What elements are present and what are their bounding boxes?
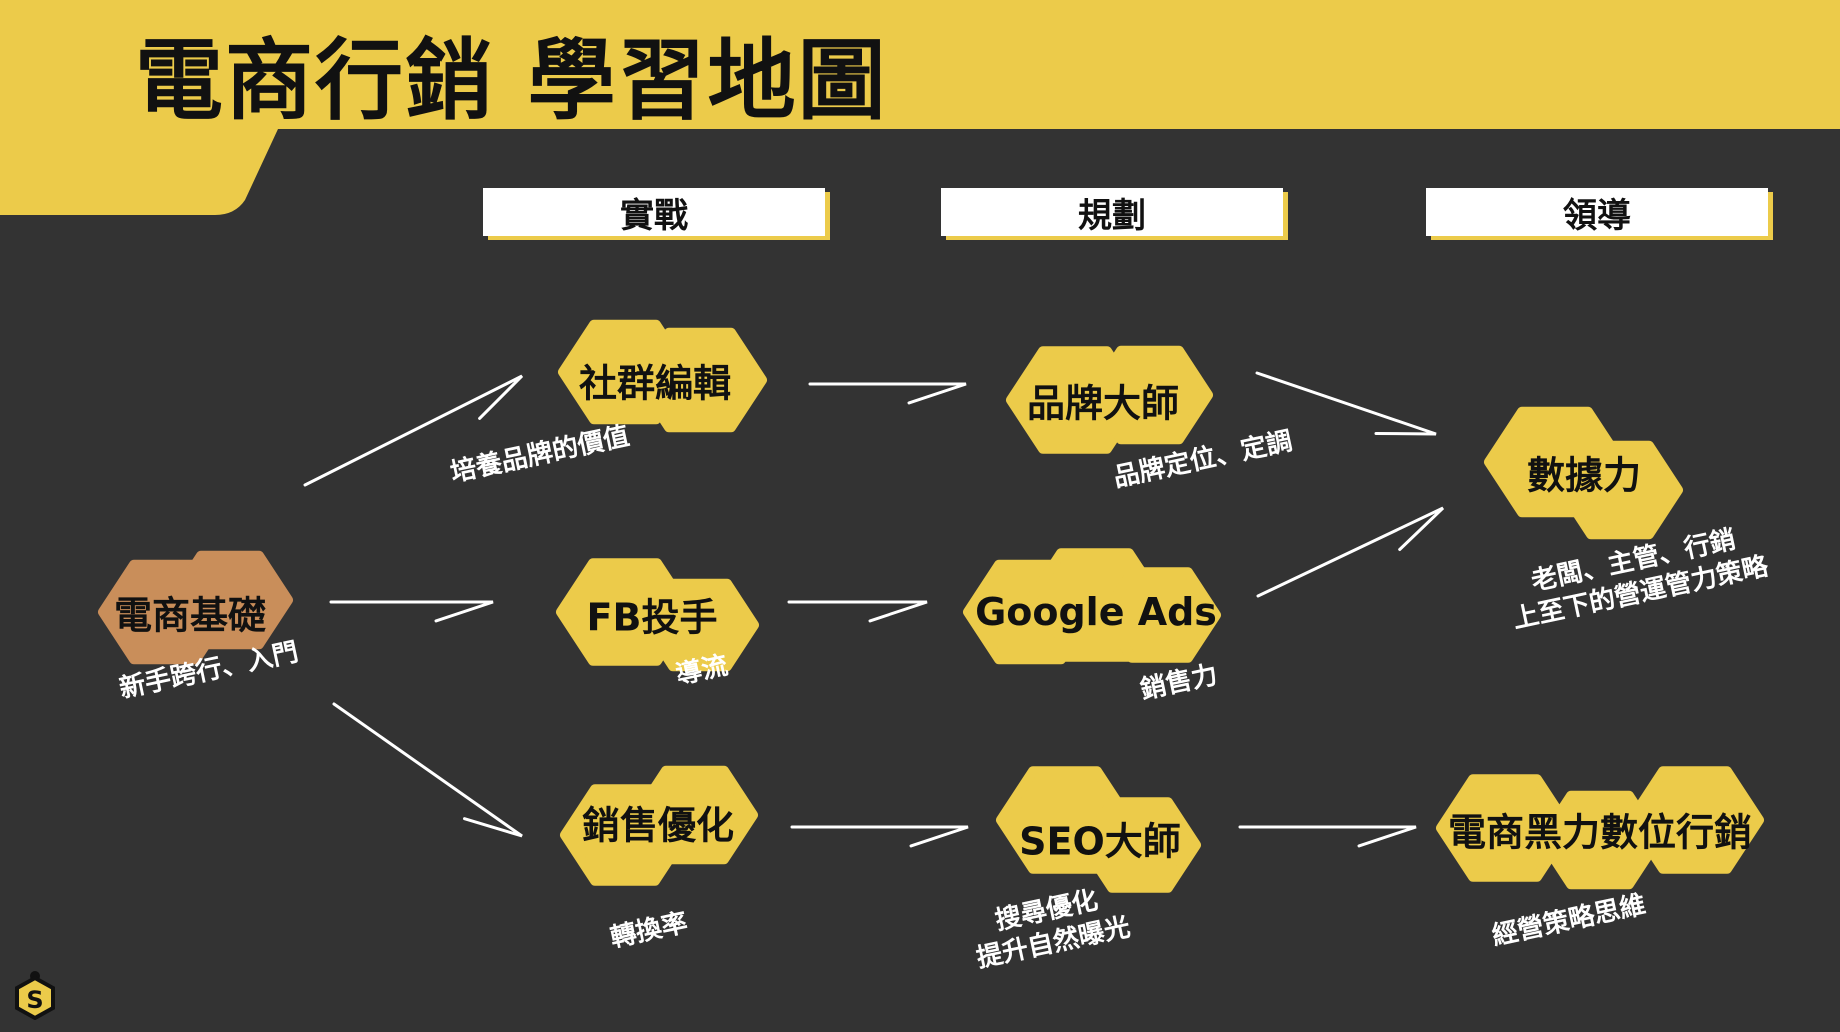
node-social: 社群編輯 [578, 361, 732, 406]
node-data: 數據力 [1526, 453, 1642, 498]
page-title: 電商行銷 學習地圖 [135, 29, 888, 132]
hexagon-master [1626, 766, 1764, 874]
node-google: Google Ads [975, 590, 1217, 634]
arrow-google-to-data [1256, 506, 1445, 598]
node-master: 電商黑力數位行銷 [1447, 810, 1753, 855]
arrow-seo-to-master [1238, 825, 1417, 848]
arrow-basics-to-sales [332, 702, 523, 838]
dollar-hexagon-icon: S [15, 971, 55, 1020]
arrow-basics-to-social [303, 374, 524, 487]
node-basics: 電商基礎 [113, 593, 267, 638]
hexagon-brand [1087, 345, 1213, 445]
column-header-practice: 實戰 [483, 188, 825, 236]
node-seo: SEO大師 [1019, 819, 1181, 864]
hexagon-fb [641, 578, 759, 672]
hexagon-sales [632, 765, 758, 865]
svg-text:S: S [26, 986, 43, 1014]
hexagon-basics [167, 550, 293, 650]
node-fb: FB投手 [586, 595, 718, 640]
hexagon-data [1557, 440, 1683, 540]
hexagon-social [633, 327, 767, 433]
column-header-leadership: 領導 [1426, 188, 1768, 236]
arrow-brand-to-data [1255, 371, 1437, 436]
arrow-sales-to-seo [790, 825, 969, 848]
arrow-basics-to-fb [329, 600, 494, 623]
arrow-fb-to-google [787, 600, 928, 623]
arrow-social-to-brand [808, 382, 967, 405]
hexagon-master [1436, 774, 1574, 882]
header-band [0, 0, 1840, 215]
column-header-planning: 規劃 [941, 188, 1283, 236]
hexagon-seo [1079, 797, 1201, 893]
node-brand: 品牌大師 [1026, 381, 1180, 426]
hexagon-google [1099, 567, 1221, 663]
node-sales: 銷售優化 [581, 803, 735, 848]
